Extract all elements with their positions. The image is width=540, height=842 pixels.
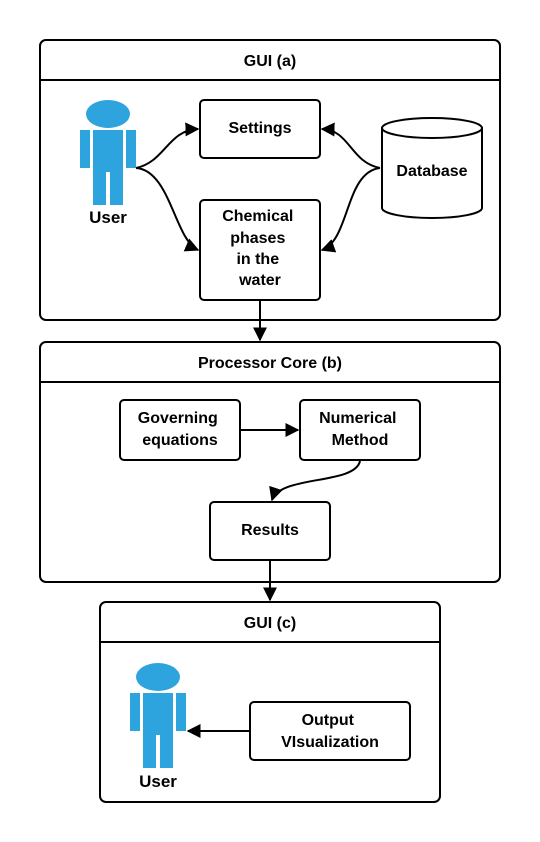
numerical-method-label: Numerical Method (319, 410, 401, 449)
database-label: Database (396, 163, 467, 180)
settings-node: Settings (199, 99, 321, 159)
cylinder-database-icon: Database (381, 117, 483, 219)
output-visualization-node: Output VIsualization (249, 701, 411, 761)
edge-method-to-results (269, 460, 361, 502)
processor-core-title: Processor Core (b) (198, 355, 342, 372)
results-node: Results (209, 501, 331, 561)
chemical-phases-label: Chemical phases in the water (222, 208, 298, 289)
user-bottom-label: User (139, 772, 177, 791)
gui-a-title: GUI (a) (244, 53, 296, 70)
governing-equations-node: Governing equations (119, 399, 241, 461)
results-label: Results (241, 522, 299, 539)
edge-user-to-chemical (135, 167, 200, 252)
edge-database-to-settings (320, 122, 381, 169)
settings-label: Settings (228, 120, 291, 137)
person-icon (130, 663, 186, 768)
chemical-phases-node: Chemical phases in the water (199, 199, 321, 301)
edge-user-to-settings (135, 122, 200, 169)
edge-database-to-chemical (320, 167, 381, 253)
governing-equations-label: Governing equations (138, 410, 222, 449)
gui-c-title: GUI (c) (244, 615, 296, 632)
output-visualization-label: Output VIsualization (281, 712, 379, 751)
user-top-label: User (89, 208, 127, 227)
numerical-method-node: Numerical Method (299, 399, 421, 461)
gui-a-frame: GUI (a) (39, 39, 501, 321)
person-icon (80, 100, 136, 205)
